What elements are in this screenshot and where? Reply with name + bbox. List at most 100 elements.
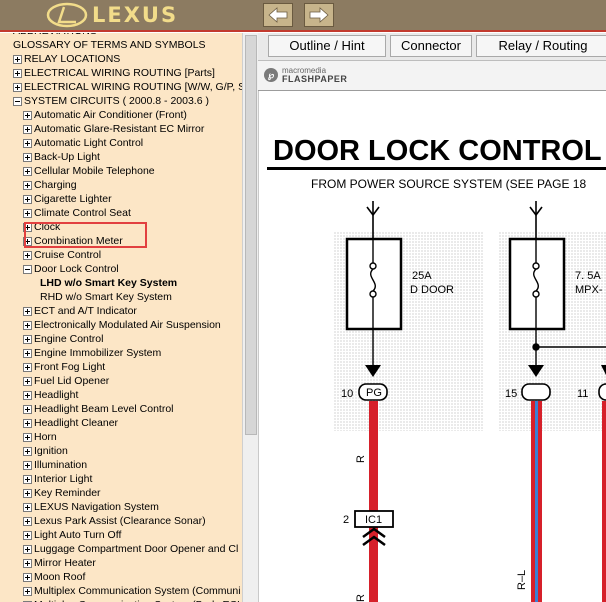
fuse-mpx-rating: 7. 5A bbox=[575, 270, 601, 282]
expand-icon[interactable] bbox=[23, 502, 32, 512]
expand-icon[interactable] bbox=[23, 194, 32, 204]
tab-bar: Outline / Hint Connector Relay / Routing bbox=[258, 33, 606, 61]
expand-icon[interactable] bbox=[23, 432, 32, 442]
expand-icon[interactable] bbox=[23, 418, 32, 428]
tree-item-label: Climate Control Seat bbox=[34, 207, 131, 219]
expand-icon[interactable] bbox=[23, 516, 32, 526]
tree-item[interactable]: RHD w/o Smart Key System bbox=[40, 290, 172, 304]
tree-scrollbar[interactable] bbox=[242, 33, 258, 602]
expand-icon[interactable] bbox=[23, 474, 32, 484]
tree-item[interactable]: Headlight bbox=[23, 388, 78, 402]
expand-icon[interactable] bbox=[23, 362, 32, 372]
tree-item[interactable]: Combination Meter bbox=[23, 234, 123, 248]
expand-icon[interactable] bbox=[23, 348, 32, 358]
tree-item[interactable]: Luggage Compartment Door Opener and Cl bbox=[23, 542, 238, 556]
collapse-icon[interactable] bbox=[13, 96, 22, 106]
tree-item[interactable]: Ignition bbox=[23, 444, 68, 458]
tree-item[interactable]: Headlight Cleaner bbox=[23, 416, 118, 430]
tree-item[interactable]: Mirror Heater bbox=[23, 556, 96, 570]
tree-item[interactable]: SYSTEM CIRCUITS ( 2000.8 - 2003.6 ) bbox=[13, 94, 209, 108]
tree-item[interactable]: ELECTRICAL WIRING ROUTING [Parts] bbox=[13, 66, 215, 80]
tree-item-label: Key Reminder bbox=[34, 487, 101, 499]
expand-icon[interactable] bbox=[23, 376, 32, 386]
tree-item[interactable]: Horn bbox=[23, 430, 57, 444]
expand-icon[interactable] bbox=[23, 544, 32, 554]
wire-r-label: R bbox=[355, 455, 367, 463]
tree-item[interactable]: Back-Up Light bbox=[23, 150, 100, 164]
tab-outline-hint[interactable]: Outline / Hint bbox=[268, 35, 386, 57]
tree-item[interactable]: Light Auto Turn Off bbox=[23, 528, 121, 542]
pin-pg-code: PG bbox=[366, 387, 382, 399]
expand-icon[interactable] bbox=[23, 404, 32, 414]
expand-icon[interactable] bbox=[23, 180, 32, 190]
expand-icon[interactable] bbox=[13, 82, 22, 92]
expand-icon[interactable] bbox=[23, 334, 32, 344]
tree-item[interactable]: Cellular Mobile Telephone bbox=[23, 164, 155, 178]
tree-item[interactable]: Cruise Control bbox=[23, 248, 101, 262]
expand-icon[interactable] bbox=[23, 558, 32, 568]
back-button[interactable] bbox=[263, 3, 293, 27]
tree-item[interactable]: Door Lock Control bbox=[23, 262, 119, 276]
tree-item[interactable]: Multiplex Communication System (Body ECU bbox=[23, 598, 242, 602]
tree-item[interactable]: Illumination bbox=[23, 458, 87, 472]
expand-icon[interactable] bbox=[23, 446, 32, 456]
tab-relay-routing[interactable]: Relay / Routing bbox=[476, 35, 606, 57]
tree-item[interactable]: Climate Control Seat bbox=[23, 206, 131, 220]
tree-item[interactable]: Interior Light bbox=[23, 472, 92, 486]
expand-icon[interactable] bbox=[23, 600, 32, 602]
expand-icon[interactable] bbox=[23, 390, 32, 400]
tree-item[interactable]: GLOSSARY OF TERMS AND SYMBOLS bbox=[13, 38, 206, 52]
tree-item[interactable]: LEXUS Navigation System bbox=[23, 500, 159, 514]
expand-icon[interactable] bbox=[23, 236, 32, 246]
tree-item[interactable]: ABBREVIATIONS bbox=[13, 33, 97, 38]
expand-icon[interactable] bbox=[23, 306, 32, 316]
tree-item-label: Light Auto Turn Off bbox=[34, 529, 122, 541]
tree-item[interactable]: Engine Control bbox=[23, 332, 103, 346]
expand-icon[interactable] bbox=[23, 530, 32, 540]
expand-icon[interactable] bbox=[23, 250, 32, 260]
expand-icon[interactable] bbox=[23, 166, 32, 176]
expand-icon[interactable] bbox=[23, 586, 32, 596]
tree-item-label: Automatic Air Conditioner (Front) bbox=[34, 109, 187, 121]
tree-item[interactable]: Headlight Beam Level Control bbox=[23, 402, 174, 416]
expand-icon[interactable] bbox=[23, 572, 32, 582]
tree-scrollbar-thumb[interactable] bbox=[245, 35, 257, 435]
tree-item[interactable]: Electronically Modulated Air Suspension bbox=[23, 318, 221, 332]
tree-item[interactable]: Front Fog Light bbox=[23, 360, 105, 374]
expand-icon[interactable] bbox=[23, 152, 32, 162]
expand-icon[interactable] bbox=[23, 124, 32, 134]
tree-item[interactable]: Engine Immobilizer System bbox=[23, 346, 161, 360]
connector-arrow-pg bbox=[365, 365, 381, 377]
tree-item[interactable]: Cigarette Lighter bbox=[23, 192, 112, 206]
forward-button[interactable] bbox=[304, 3, 334, 27]
tree-item-label: ELECTRICAL WIRING ROUTING [Parts] bbox=[24, 67, 215, 79]
tab-connector[interactable]: Connector bbox=[390, 35, 472, 57]
input-arrow-1 bbox=[366, 201, 380, 239]
tree-item[interactable]: Charging bbox=[23, 178, 77, 192]
tree-item[interactable]: Automatic Light Control bbox=[23, 136, 143, 150]
tree-item[interactable]: Multiplex Communication System (Communi bbox=[23, 584, 241, 598]
expand-icon[interactable] bbox=[23, 110, 32, 120]
expand-icon[interactable] bbox=[23, 208, 32, 218]
expand-icon[interactable] bbox=[23, 320, 32, 330]
tree-item[interactable]: LHD w/o Smart Key System bbox=[40, 276, 177, 290]
tree-item[interactable]: Automatic Air Conditioner (Front) bbox=[23, 108, 187, 122]
fuse-d-door-name: D DOOR bbox=[410, 284, 454, 296]
tree-item[interactable]: ECT and A/T Indicator bbox=[23, 304, 137, 318]
tree-item-label: Horn bbox=[34, 431, 57, 443]
tree-item[interactable]: Fuel Lid Opener bbox=[23, 374, 109, 388]
tree-item[interactable]: ELECTRICAL WIRING ROUTING [W/W, G/P, S/ bbox=[13, 80, 242, 94]
tree-item[interactable]: RELAY LOCATIONS bbox=[13, 52, 120, 66]
arrow-right-icon bbox=[309, 7, 329, 23]
expand-icon[interactable] bbox=[13, 54, 22, 64]
expand-icon[interactable] bbox=[23, 488, 32, 498]
tree-item[interactable]: Key Reminder bbox=[23, 486, 101, 500]
tree-item[interactable]: Lexus Park Assist (Clearance Sonar) bbox=[23, 514, 206, 528]
expand-icon[interactable] bbox=[13, 68, 22, 78]
expand-icon[interactable] bbox=[23, 138, 32, 148]
tree-item-label: Fuel Lid Opener bbox=[34, 375, 110, 387]
tree-item[interactable]: Automatic Glare-Resistant EC Mirror bbox=[23, 122, 204, 136]
tree-item[interactable]: Moon Roof bbox=[23, 570, 85, 584]
expand-icon[interactable] bbox=[23, 460, 32, 470]
collapse-icon[interactable] bbox=[23, 264, 32, 274]
